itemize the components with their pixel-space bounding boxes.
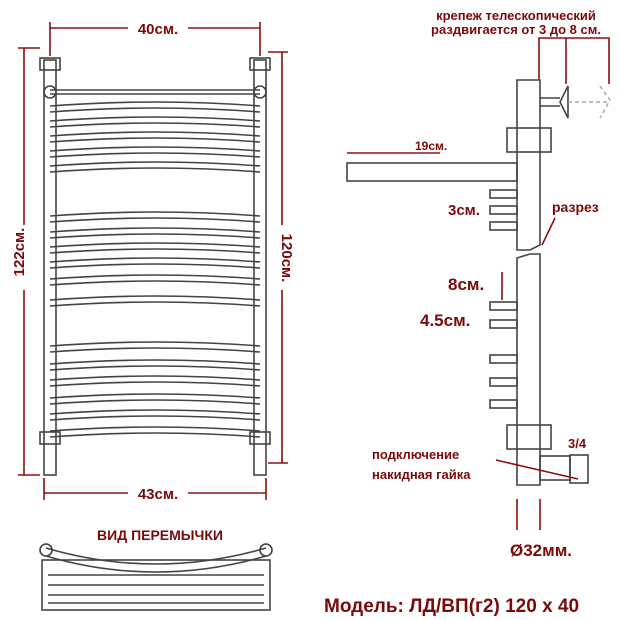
spacing-small-label: 3см. xyxy=(448,202,480,219)
bottom-right-mount xyxy=(249,431,271,445)
mount-note-line2: раздвигается от 3 до 8 см. xyxy=(431,22,601,37)
rail-bar xyxy=(49,101,261,107)
rail-bar xyxy=(49,116,261,122)
front-view: 40см. 43см. 122см. 120см. xyxy=(11,18,295,504)
rail-bar xyxy=(49,263,261,269)
rail-bar xyxy=(49,341,261,347)
rail-bar xyxy=(49,167,261,173)
rail-bar xyxy=(49,375,261,381)
rail-bar xyxy=(49,365,261,371)
rail-prong xyxy=(489,354,518,364)
rail-prong xyxy=(489,377,518,387)
rail-bar xyxy=(49,146,261,152)
rail-bar xyxy=(49,152,261,158)
rail-prong xyxy=(489,301,518,311)
rail-bar xyxy=(49,301,261,307)
rail-bar xyxy=(49,233,261,239)
bottom-left-mount xyxy=(39,431,61,445)
rail-prong xyxy=(489,319,518,329)
rail-bar xyxy=(49,131,261,137)
rail-bar xyxy=(49,217,261,223)
rail-prong xyxy=(489,399,518,409)
height-left-label: 122см. xyxy=(11,228,28,277)
rail-bar xyxy=(49,257,261,263)
width-top-label: 40см. xyxy=(138,21,178,38)
rail-bar xyxy=(49,274,261,280)
mount-note-line1: крепеж телескопический xyxy=(436,8,596,23)
depth-label: 19см. xyxy=(415,139,447,153)
width-bottom-label: 43см. xyxy=(138,486,178,503)
rail-bar xyxy=(49,122,261,128)
rail-bar xyxy=(49,381,261,387)
rail-bar xyxy=(49,347,261,353)
rail-prong xyxy=(489,221,518,231)
rail-bar xyxy=(49,107,261,113)
model-label: Модель: ЛД/ВП(г2) 120 х 40 xyxy=(324,596,579,617)
top-left-mount xyxy=(39,57,61,71)
top-right-mount xyxy=(249,57,271,71)
rail-bar xyxy=(49,359,261,365)
connection-line2: накидная гайка xyxy=(372,467,471,482)
side-view: крепеж телескопический раздвигается от 3… xyxy=(346,8,611,560)
cut-label: разрез xyxy=(552,199,599,215)
diameter-label: Ø32мм. xyxy=(510,541,572,560)
height-right-label: 120см. xyxy=(278,234,295,283)
rail-bar xyxy=(49,393,261,399)
rail-bar xyxy=(49,137,261,143)
rail-bar xyxy=(49,432,261,438)
rail-bar xyxy=(49,211,261,217)
rail-bar xyxy=(49,415,261,421)
rail-bar xyxy=(49,295,261,301)
rail-bar xyxy=(49,242,261,248)
rail-bars xyxy=(49,101,261,438)
rail-prong xyxy=(489,189,518,199)
spacing-8-label: 8см. xyxy=(448,275,484,294)
spacing-45-label: 4.5см. xyxy=(420,311,470,330)
rail-bar xyxy=(49,399,261,405)
thread-label: 3/4 xyxy=(568,436,587,451)
rail-bar xyxy=(49,227,261,233)
connection-line1: подключение xyxy=(372,447,459,462)
rail-bar xyxy=(49,426,261,432)
rail-prong xyxy=(489,205,518,215)
crossbar-view: ВИД ПЕРЕМЫЧКИ xyxy=(39,527,273,611)
rail-bar xyxy=(49,161,261,167)
rail-bar xyxy=(49,248,261,254)
rail-bar xyxy=(49,280,261,286)
crossbar-title: ВИД ПЕРЕМЫЧКИ xyxy=(97,527,223,543)
rail-bar xyxy=(49,409,261,415)
